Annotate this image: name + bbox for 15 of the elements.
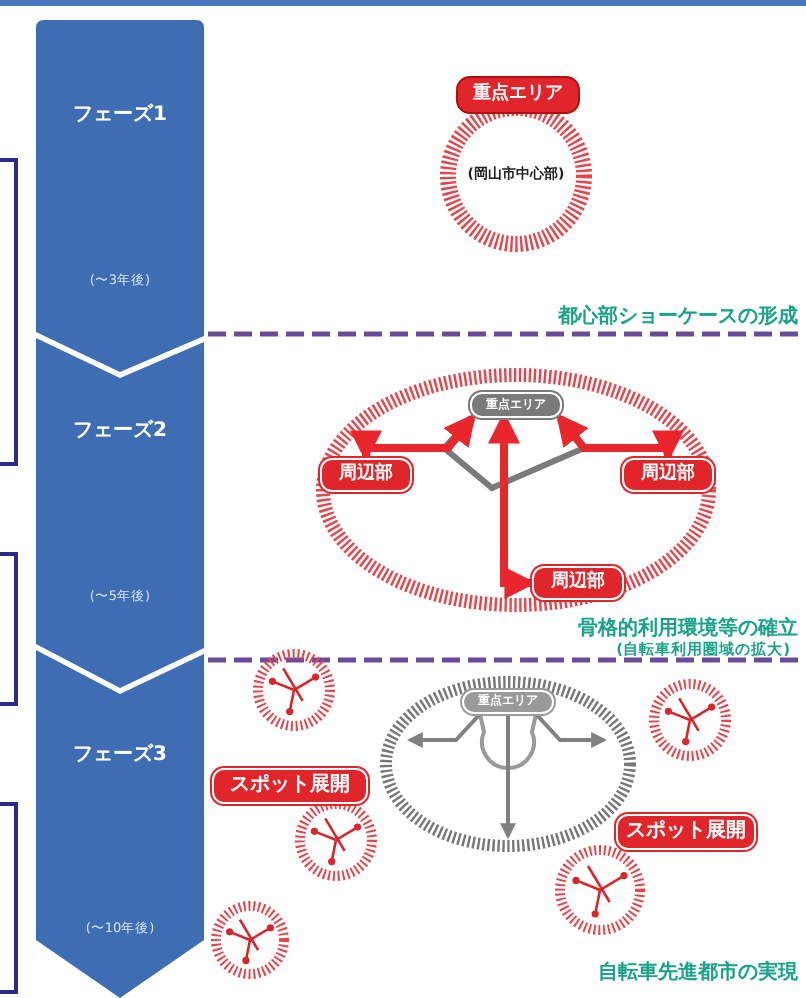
phase-label: フェーズ3 — [71, 741, 169, 768]
area-tag: 周辺部 — [320, 458, 412, 492]
area-tag: スポット展開 — [212, 768, 368, 804]
area-tag: 周辺部 — [532, 566, 624, 600]
phase-label: フェーズ1 — [71, 101, 169, 128]
arrow — [534, 712, 608, 748]
caption-text: 都心部ショーケースの形成 — [558, 302, 798, 330]
caption-text: 骨格的利用環境等の確立 — [578, 614, 798, 641]
arrow — [406, 712, 482, 748]
area-tag: 周辺部 — [622, 458, 714, 492]
area-tag: 重点エリア — [456, 76, 580, 114]
phase-label: フェーズ2 — [71, 417, 169, 444]
arrow — [500, 714, 516, 840]
caption-text: 自転車先進都市の実現 — [598, 958, 798, 986]
area-tag: スポット展開 — [616, 814, 756, 850]
